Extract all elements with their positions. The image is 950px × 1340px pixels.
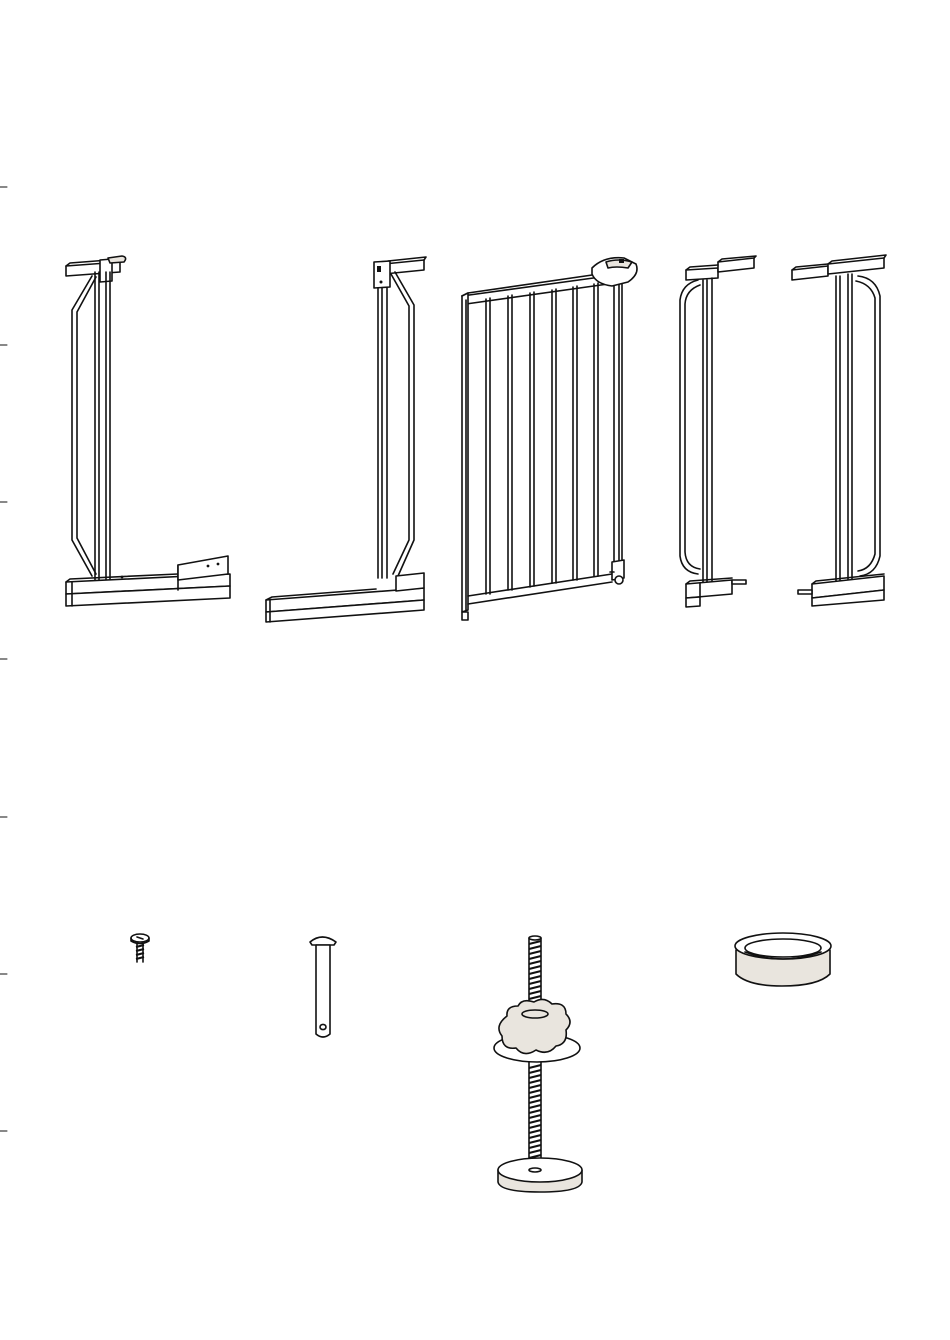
gate-door — [462, 258, 637, 620]
extension-left — [680, 256, 756, 607]
hinge-pin — [310, 937, 336, 1037]
left-side-frame — [66, 256, 230, 606]
wall-cup — [735, 933, 831, 986]
right-side-frame — [266, 257, 426, 622]
screw — [131, 934, 149, 962]
pressure-spindle — [494, 936, 582, 1192]
spindle-lower-threads — [529, 1065, 541, 1168]
extension-right — [792, 255, 886, 606]
margin-ticks — [0, 187, 7, 1131]
spindle-upper-threads — [529, 941, 541, 1009]
gate-bars — [486, 283, 598, 594]
